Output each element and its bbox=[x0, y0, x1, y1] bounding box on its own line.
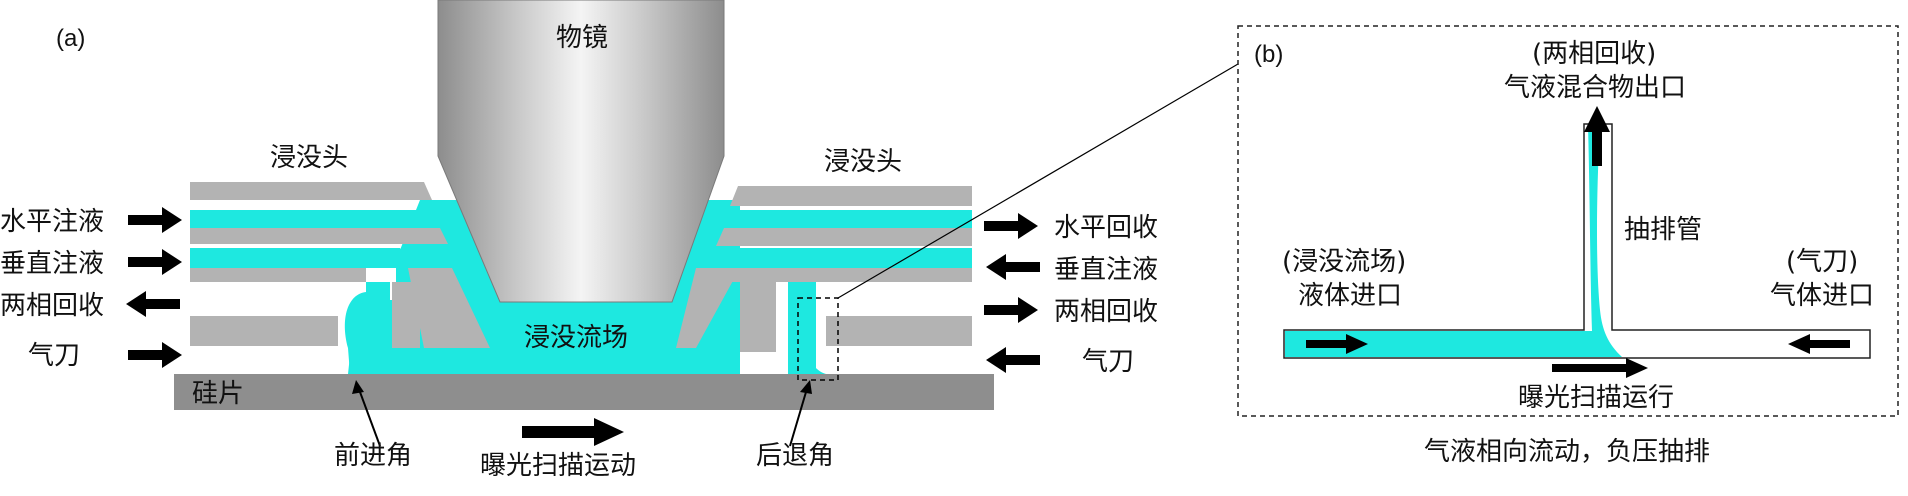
panel-a-tag: (a) bbox=[56, 25, 85, 52]
outlet-arrow-icon bbox=[1584, 106, 1610, 166]
pointer-tip-icon bbox=[800, 380, 812, 394]
immersion-head-right bbox=[676, 186, 972, 352]
right-port-arrows bbox=[984, 213, 1040, 373]
outlet-label-line2: 气液混合物出口 bbox=[1504, 73, 1686, 103]
scan-direction-label: 曝光扫描运行 bbox=[1518, 383, 1674, 413]
scan-motion-label: 曝光扫描运动 bbox=[480, 451, 636, 481]
liquid-inlet-label-line2: 液体进口 bbox=[1298, 281, 1402, 311]
port-left-gas-knife: 气刀 bbox=[28, 341, 80, 371]
wafer bbox=[174, 374, 994, 410]
gas-inflow-arrow-icon bbox=[1788, 334, 1850, 354]
receding-angle-label: 后退角 bbox=[756, 441, 834, 471]
left-port-arrows bbox=[126, 207, 182, 368]
scan-arrow-icon bbox=[522, 418, 624, 446]
panel-b-tag: (b) bbox=[1254, 41, 1283, 68]
panel-b-caption: 气液相向流动，负压抽排 bbox=[1424, 437, 1710, 467]
arrow-right-icon bbox=[128, 249, 182, 275]
t-channel bbox=[1283, 123, 1871, 359]
arrow-left-icon bbox=[126, 291, 180, 317]
advancing-angle-pointer bbox=[359, 391, 381, 447]
exhaust-pipe-label: 抽排管 bbox=[1624, 215, 1702, 245]
arrow-right-icon bbox=[984, 213, 1038, 239]
arrow-right-icon bbox=[128, 207, 182, 233]
gas-inlet-label-line1: (气刀) bbox=[1786, 247, 1858, 277]
port-right-horizontal-recover: 水平回收 bbox=[1054, 213, 1158, 243]
zoom-region-box bbox=[797, 297, 839, 381]
panel-b: (b) (两相回收) 气液混合物出口 抽排管 (浸没流场) 液体进口 (气刀) … bbox=[1237, 25, 1899, 467]
zoom-connector-line bbox=[837, 63, 1239, 299]
arrow-right-icon bbox=[984, 297, 1038, 323]
port-left-two-phase: 两相回收 bbox=[0, 291, 104, 321]
panel-b-frame bbox=[1237, 25, 1899, 417]
port-right-two-phase: 两相回收 bbox=[1054, 297, 1158, 327]
objective-lens bbox=[437, 0, 725, 303]
scan-direction-arrow-icon bbox=[1552, 358, 1648, 378]
liquid-inflow-arrow-icon bbox=[1306, 334, 1368, 354]
panel-a: (a) 硅片 bbox=[0, 0, 1239, 481]
liquid-inlet-label-line1: (浸没流场) bbox=[1282, 247, 1406, 277]
immersion-head-left bbox=[190, 182, 490, 348]
channel-liquid bbox=[1285, 125, 1622, 357]
pointer-tip-icon bbox=[352, 380, 364, 394]
wafer-label: 硅片 bbox=[192, 379, 244, 409]
advancing-angle-label: 前进角 bbox=[334, 441, 412, 471]
arrow-left-icon bbox=[986, 254, 1040, 280]
port-right-vertical-inject: 垂直注液 bbox=[1054, 255, 1158, 285]
outlet-label-line1: (两相回收) bbox=[1532, 39, 1656, 69]
objective-label: 物镜 bbox=[556, 23, 608, 53]
port-left-horizontal-inject: 水平注液 bbox=[0, 207, 104, 237]
arrow-right-icon bbox=[128, 342, 182, 368]
immersion-head-right-label: 浸没头 bbox=[824, 147, 902, 177]
flow-field-label: 浸没流场 bbox=[524, 323, 628, 353]
receding-angle-pointer bbox=[789, 391, 807, 447]
immersion-head-left-label: 浸没头 bbox=[270, 143, 348, 173]
arrow-left-icon bbox=[986, 347, 1040, 373]
port-left-vertical-inject: 垂直注液 bbox=[0, 249, 104, 279]
port-right-gas-knife: 气刀 bbox=[1082, 347, 1134, 377]
gas-inlet-label-line2: 气体进口 bbox=[1770, 281, 1874, 311]
